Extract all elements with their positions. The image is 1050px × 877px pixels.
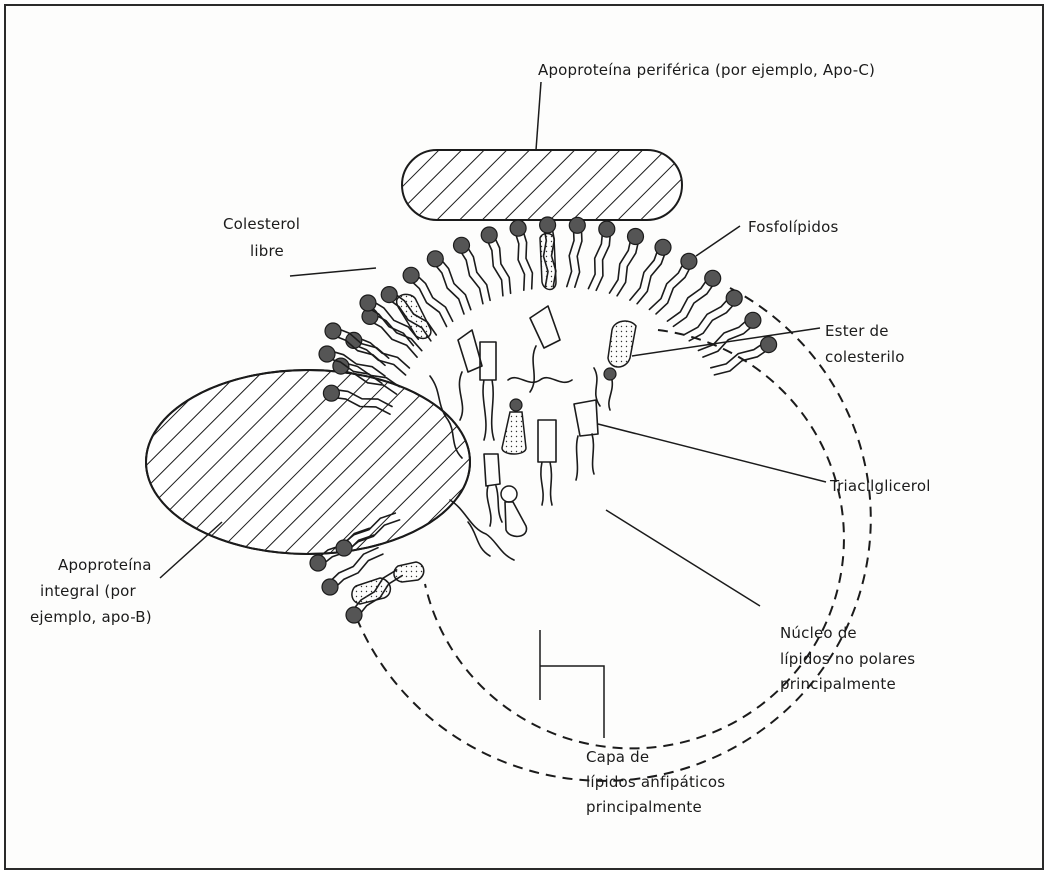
label-core-line3: principalmente: [780, 675, 896, 693]
phospholipid-molecule: [684, 290, 742, 341]
label-integral-apoprotein-line3: ejemplo, apo-B): [30, 608, 152, 626]
label-integral-apoprotein-line2: integral (por: [40, 582, 137, 600]
integral-apoprotein-hatch: [146, 370, 470, 554]
label-triacylglycerol: Triacilglicerol: [829, 477, 931, 495]
label-core-line2: lípidos no polares: [780, 650, 915, 668]
label-cholesterol-ester-line2: colesterilo: [825, 348, 905, 366]
phospholipid-molecule: [481, 227, 510, 296]
label-cholesterol-ester-line1: Ester de: [825, 322, 889, 340]
phospholipid-molecule: [667, 270, 720, 326]
phospholipid-molecule: [510, 220, 532, 290]
label-peripheral-apoprotein: Apoproteína periférica (por ejemplo, Apo…: [538, 61, 875, 79]
phospholipid-molecule: [427, 251, 471, 314]
cholesterol-ester-molecule: [604, 321, 636, 410]
phospholipid-molecule: [649, 253, 697, 314]
label-layer-line2: lípidos anfipáticos: [586, 773, 725, 791]
label-layer-line1: Capa de: [586, 748, 649, 766]
free-cholesterol-molecule-2: [540, 234, 556, 290]
label-integral-apoprotein-line1: Apoproteína: [58, 556, 152, 574]
free-cholesterol-lower: [501, 486, 527, 536]
phospholipid-molecule: [610, 229, 644, 296]
label-free-cholesterol-line1: Colesterol: [223, 215, 300, 233]
label-core-line1: Núcleo de: [780, 624, 857, 642]
peripheral-apoprotein-hatch: [402, 150, 682, 220]
label-phospholipids: Fosfolípidos: [748, 218, 838, 236]
label-free-cholesterol-line2: libre: [250, 242, 284, 260]
label-layer-line3: principalmente: [586, 798, 702, 816]
phospholipid-molecule: [588, 221, 614, 290]
cholesterol-ester-molecule-2: [502, 399, 526, 454]
phospholipid-molecule: [567, 217, 586, 287]
phospholipid-molecule: [454, 237, 491, 303]
